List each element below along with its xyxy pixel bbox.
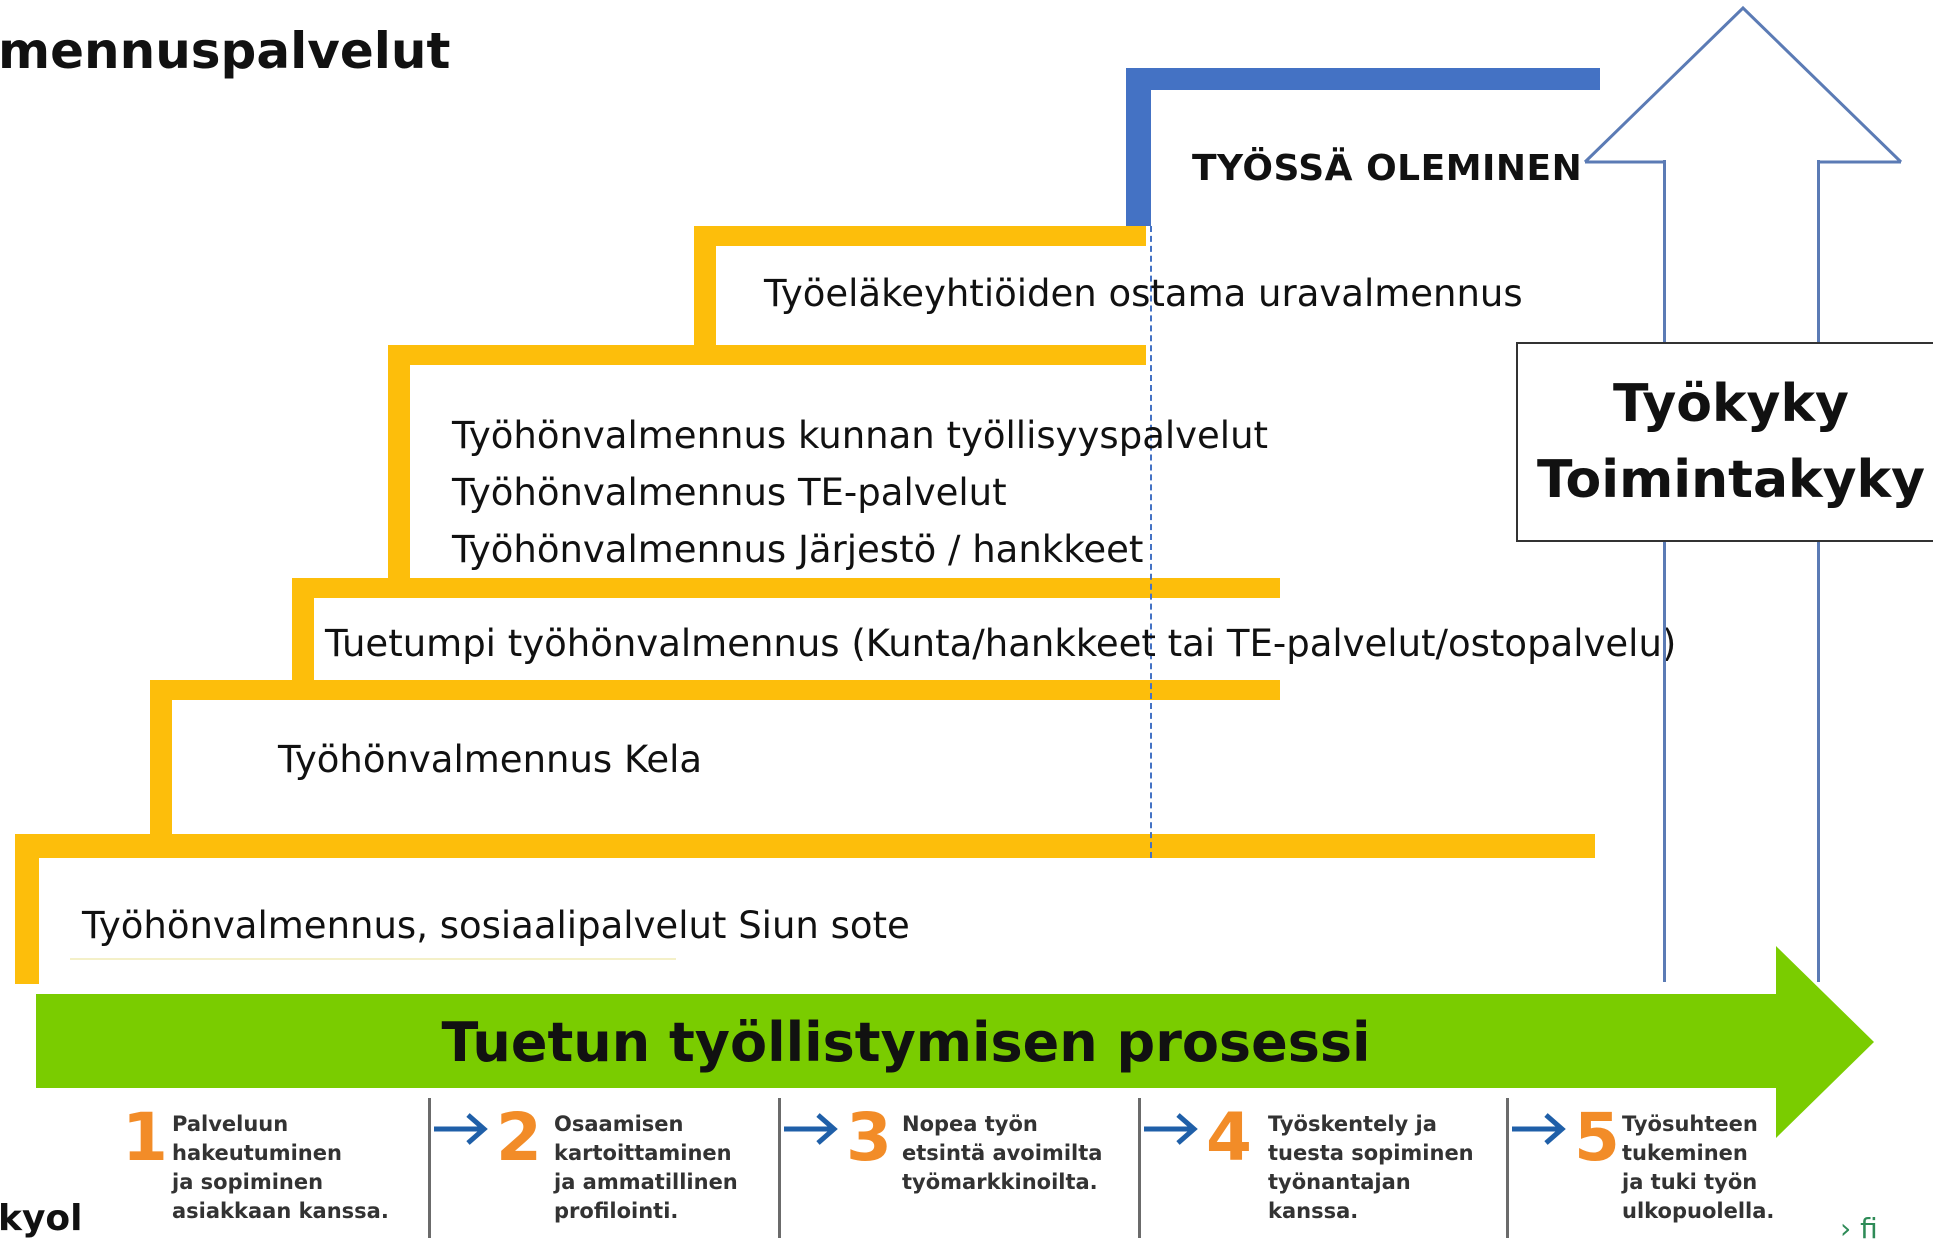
step-divider — [1506, 1098, 1509, 1238]
footer-link-fragment: › fi — [1840, 1212, 1878, 1245]
level-label-kunta: Työhönvalmennus kunnan työllisyyspalvelu… — [452, 414, 1269, 457]
step-number-3: 3 — [846, 1099, 892, 1176]
step-divider — [778, 1098, 781, 1238]
arrow-right-icon — [434, 1113, 488, 1145]
process-arrow — [36, 946, 1874, 1138]
stair-tread-4 — [388, 345, 1146, 365]
work-step-riser — [1126, 68, 1151, 226]
process-label: Tuetun työllistymisen prosessi — [441, 1010, 1371, 1074]
step-text-4: Työskentely ja tuesta sopiminen työnanta… — [1268, 1112, 1474, 1223]
arrow-right-icon — [1512, 1113, 1566, 1145]
level-label-siun-sote: Työhönvalmennus, sosiaalipalvelut Siun s… — [82, 904, 910, 947]
stair-riser-4 — [388, 348, 410, 582]
capacity-line-2: Toimintakyky — [1536, 450, 1926, 510]
step-text-1: Palveluun hakeutuminen ja sopiminen asia… — [172, 1112, 389, 1223]
step-number-5: 5 — [1574, 1099, 1620, 1176]
level-label-te-palvelut: Työhönvalmennus TE-palvelut — [452, 471, 1007, 514]
capacity-arrow-shaft-right — [1817, 160, 1820, 342]
dashed-divider — [1150, 226, 1152, 858]
stair-riser-3 — [292, 582, 314, 682]
arrow-right-icon — [784, 1113, 838, 1145]
step-divider — [428, 1098, 431, 1238]
footer-text: kyol — [0, 1198, 83, 1239]
stair-tread-3 — [292, 578, 1280, 598]
level-label-uravalmennus: Työeläkeyhtiöiden ostama uravalmennus — [764, 272, 1523, 315]
step-text-2: Osaamisen kartoittaminen ja ammatillinen… — [554, 1112, 738, 1223]
stair-riser-1 — [15, 834, 39, 984]
level-label-kela: Työhönvalmennus Kela — [278, 738, 703, 781]
step-text-3: Nopea työn etsintä avoimilta työmarkkino… — [902, 1112, 1103, 1194]
work-label: TYÖSSÄ OLEMINEN — [1192, 148, 1583, 189]
level-label-tuetumpi: Tuetumpi työhönvalmennus (Kunta/hankkeet… — [325, 622, 1677, 665]
step-text-5: Työsuhteen tukeminen ja tuki työn ulkopu… — [1622, 1112, 1775, 1223]
capacity-line-1: Työkyky — [1613, 374, 1849, 434]
arrow-right-icon — [1144, 1113, 1198, 1145]
step-number-4: 4 — [1206, 1099, 1252, 1176]
capacity-box: Työkyky Toimintakyky — [1516, 342, 1933, 542]
stair-tread-1 — [15, 834, 1595, 858]
step-number-1: 1 — [122, 1099, 168, 1176]
stair-tread-5 — [694, 226, 1146, 246]
capacity-arrow-head — [1583, 5, 1903, 164]
level-label-underline — [70, 958, 676, 960]
step-number-2: 2 — [496, 1099, 542, 1176]
stair-riser-2 — [150, 680, 172, 836]
stair-tread-2 — [150, 680, 1280, 700]
page-title: mennuspalvelut — [0, 22, 451, 80]
stair-riser-5 — [694, 228, 716, 348]
work-step-tread — [1126, 68, 1600, 90]
capacity-arrow-shaft-left-lower — [1663, 542, 1666, 982]
level-label-jarjesto: Työhönvalmennus Järjestö / hankkeet — [452, 528, 1144, 571]
step-divider — [1138, 1098, 1141, 1238]
capacity-arrow-shaft-right-lower — [1817, 542, 1820, 982]
capacity-arrow-shaft-left — [1663, 160, 1666, 342]
